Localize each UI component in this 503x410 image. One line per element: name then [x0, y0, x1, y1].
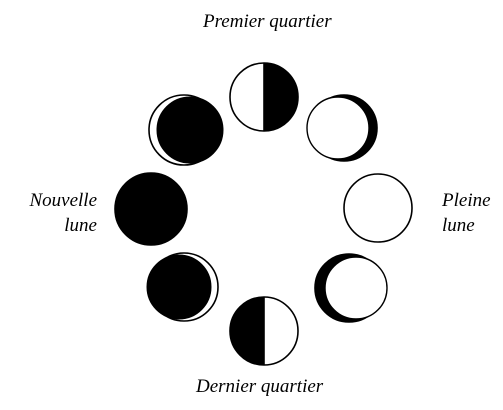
moon-premier-quartier: [230, 63, 298, 131]
moon-gibbeuse-decroissante: [315, 254, 387, 322]
moon-pleine-lune: [344, 174, 412, 242]
moon-dernier-croissant: [147, 253, 218, 321]
moon-gibbeuse-croissante: [307, 95, 377, 161]
moon-dernier-quartier: [230, 297, 298, 365]
moon-nouvelle-lune: [115, 173, 187, 245]
moon-premier-croissant: [149, 95, 223, 165]
